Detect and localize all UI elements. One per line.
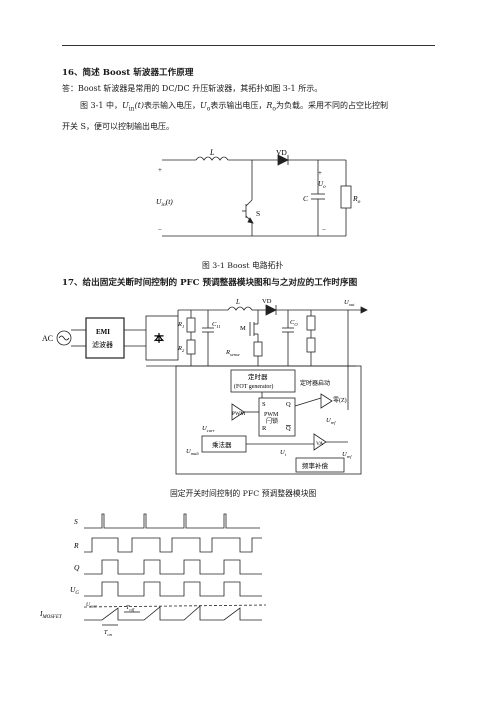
q16-answer-line2: 图 3-1 中，Uin(t)表示输入电压，Uo表示输出电压，Ro为负载。采用不同…	[80, 101, 389, 113]
input-plus: +	[158, 166, 162, 174]
cin-label: C11	[212, 321, 221, 329]
rsense-label: Rsense	[225, 349, 240, 357]
signal-q-label: Q	[74, 563, 80, 572]
umult-label: Umult	[186, 448, 199, 456]
inductor-label: L	[209, 148, 215, 157]
ucurr-timing-label: Ucurr	[86, 602, 97, 609]
uref-label: Uref	[326, 417, 336, 425]
uref2-label: Uref	[342, 451, 352, 459]
output-minus: −	[322, 226, 326, 234]
r1-label: R1	[177, 321, 184, 329]
q16-heading: 16、简述 Boost 斩波器工作原理	[62, 68, 194, 78]
freq-comp-label: 频率补偿	[302, 461, 329, 470]
diode-label: VD	[276, 148, 287, 157]
va-label: VA	[316, 441, 323, 447]
emi-filter-label: 滤波器	[92, 340, 113, 349]
load-label: Ro	[352, 194, 361, 205]
pfc-block-diagram: AC EMI 滤波器 本 R1 R2 C11 L VD M CO Rsense …	[42, 298, 368, 475]
capacitor-label: C	[303, 194, 309, 203]
latch-r-label: R	[262, 425, 267, 432]
output-plus: +	[318, 169, 322, 177]
q16-answer-line3: 开关 S，便可以控制输出电压。	[62, 122, 175, 131]
timer-label: 定时器	[248, 372, 268, 381]
pwm-comparator-label: PWM	[232, 411, 245, 417]
timer-start-label: 定时器启动	[300, 379, 330, 387]
ac-label: AC	[42, 334, 53, 343]
vd-label: VD	[262, 298, 272, 305]
rectifier-label: 本	[154, 332, 165, 345]
signal-imosfet-label: IMOSFET	[40, 609, 63, 620]
input-minus: −	[158, 226, 162, 234]
signal-r-label: R	[73, 541, 79, 550]
signal-s-label: S	[74, 517, 78, 526]
figure-3-1-caption: 图 3-1 Boost 电路拓扑	[202, 261, 284, 270]
boost-circuit-figure: L VD S + − Uin(t) + Uo − C Ro	[156, 148, 361, 237]
timing-diagram: S R Q UG IMOSFET Ucurr Toff Ton	[40, 513, 267, 637]
ton-label: Ton	[104, 630, 113, 637]
ucurr-label: Ucurr	[202, 425, 215, 433]
input-voltage-label: Uin(t)	[156, 197, 173, 208]
block-diagram-caption: 固定开关时间控制的 PFC 预调整器模块图	[170, 489, 317, 498]
uout-label: Uout	[344, 299, 355, 307]
pwm-latch-line1: PWM	[264, 412, 279, 418]
co-label: CO	[290, 319, 298, 327]
multiplier-label: 乘法器	[212, 440, 232, 449]
output-voltage-label: Uo	[318, 180, 326, 190]
mosfet-m-label: M	[240, 325, 246, 332]
q16-answer-line1: 答：Boost 斩波器是常用的 DC/DC 升压斩波器，其拓扑如图 3-1 所示…	[62, 84, 323, 93]
q17-heading: 17、给出固定关断时间控制的 PFC 预调整器模块图和与之对应的工作时序图	[62, 278, 358, 288]
zero-label: 零(Z)	[333, 397, 347, 404]
fot-generator-label: (FOT generator)	[234, 383, 273, 390]
inductor-l-label: L	[235, 298, 240, 306]
switch-label: S	[256, 209, 260, 218]
latch-qbar-label: Q	[286, 425, 291, 432]
r2-label: R2	[177, 345, 185, 353]
latch-q-label: Q	[286, 401, 291, 408]
latch-s-label: S	[262, 401, 266, 408]
toff-label: Toff	[126, 605, 135, 612]
ui-label: Ui	[280, 449, 287, 457]
signal-ug-label: UG	[70, 585, 79, 596]
emi-label: EMI	[96, 328, 110, 336]
header-rule	[62, 45, 435, 46]
pwm-latch-line2: 闩锁	[266, 417, 278, 425]
